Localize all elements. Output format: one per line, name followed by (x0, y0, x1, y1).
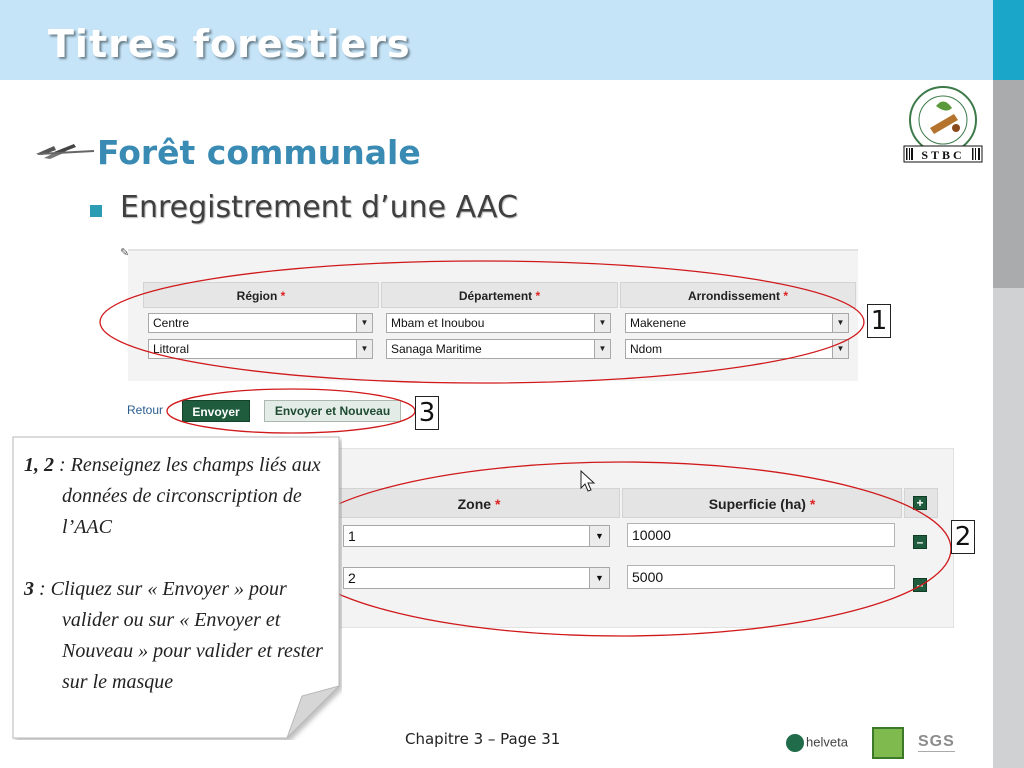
sgs-logo: SGS (918, 733, 955, 752)
arrondissement-select[interactable]: Makenene▼ (625, 313, 849, 333)
chevron-down-icon: ▼ (832, 314, 848, 332)
remove-row-icon[interactable]: – (913, 578, 927, 592)
chevron-down-icon: ▼ (356, 314, 372, 332)
slide-footer: Chapitre 3 – Page 31 (405, 730, 561, 748)
marker-1: 1 (867, 304, 891, 338)
chevron-down-icon: ▼ (589, 526, 609, 546)
logo-text: STBC (921, 148, 964, 162)
add-row-icon[interactable]: + (913, 496, 927, 510)
column-header-zone: Zone * (338, 488, 620, 518)
zone-select[interactable]: 2▼ (343, 567, 610, 589)
superficie-input[interactable]: 5000 (627, 565, 895, 589)
title-band (0, 0, 993, 80)
slide-title: Titres forestiers (48, 22, 411, 66)
region-select[interactable]: Centre▼ (148, 313, 373, 333)
column-header-arrondissement: Arrondissement * (620, 282, 856, 308)
chevron-down-icon: ▼ (594, 340, 610, 358)
scrollbar-top (993, 0, 1024, 80)
chevron-down-icon: ▼ (356, 340, 372, 358)
column-header-superficie: Superficie (ha) * (622, 488, 902, 518)
retour-link[interactable]: Retour (127, 403, 164, 417)
marker-3: 3 (415, 396, 439, 430)
chevron-down-icon: ▼ (832, 340, 848, 358)
note-paragraph-2: 3 : Cliquez sur « Envoyer » pour valider… (24, 578, 323, 693)
scrollbar-thumb[interactable] (993, 80, 1024, 288)
chevron-down-icon: ▼ (589, 568, 609, 588)
note-paragraph-1: 1, 2 : Renseignez les champs liés aux do… (24, 454, 321, 538)
section-subheading: Enregistrement d’une AAC (120, 190, 518, 225)
slide-scrollbar[interactable] (993, 0, 1024, 768)
column-header-region: Région * (143, 282, 379, 308)
tree-logo (872, 727, 904, 759)
chevron-down-icon: ▼ (594, 314, 610, 332)
mouse-cursor-icon (580, 470, 596, 492)
stbc-logo: STBC (903, 86, 983, 163)
envoyer-et-nouveau-button[interactable]: Envoyer et Nouveau (264, 400, 401, 422)
callout-note (12, 436, 341, 739)
marker-2: 2 (951, 520, 975, 554)
pencil-icon: ✎ (120, 247, 130, 259)
remove-row-icon[interactable]: – (913, 535, 927, 549)
column-header-departement: Département * (381, 282, 618, 308)
envoyer-button[interactable]: Envoyer (182, 400, 250, 422)
region-select[interactable]: Littoral▼ (148, 339, 373, 359)
callout-text: 1, 2 : Renseignez les champs liés aux do… (24, 450, 329, 729)
section-heading: Forêt communale (97, 133, 421, 172)
feather-arrow-icon (36, 144, 95, 159)
arrondissement-select[interactable]: Ndom▼ (625, 339, 849, 359)
helveta-logo: helveta (786, 734, 848, 752)
superficie-input[interactable]: 10000 (627, 523, 895, 547)
bullet-icon (90, 205, 102, 217)
helveta-icon (786, 734, 804, 752)
departement-select[interactable]: Mbam et Inoubou▼ (386, 313, 611, 333)
zone-select[interactable]: 1▼ (343, 525, 610, 547)
departement-select[interactable]: Sanaga Maritime▼ (386, 339, 611, 359)
